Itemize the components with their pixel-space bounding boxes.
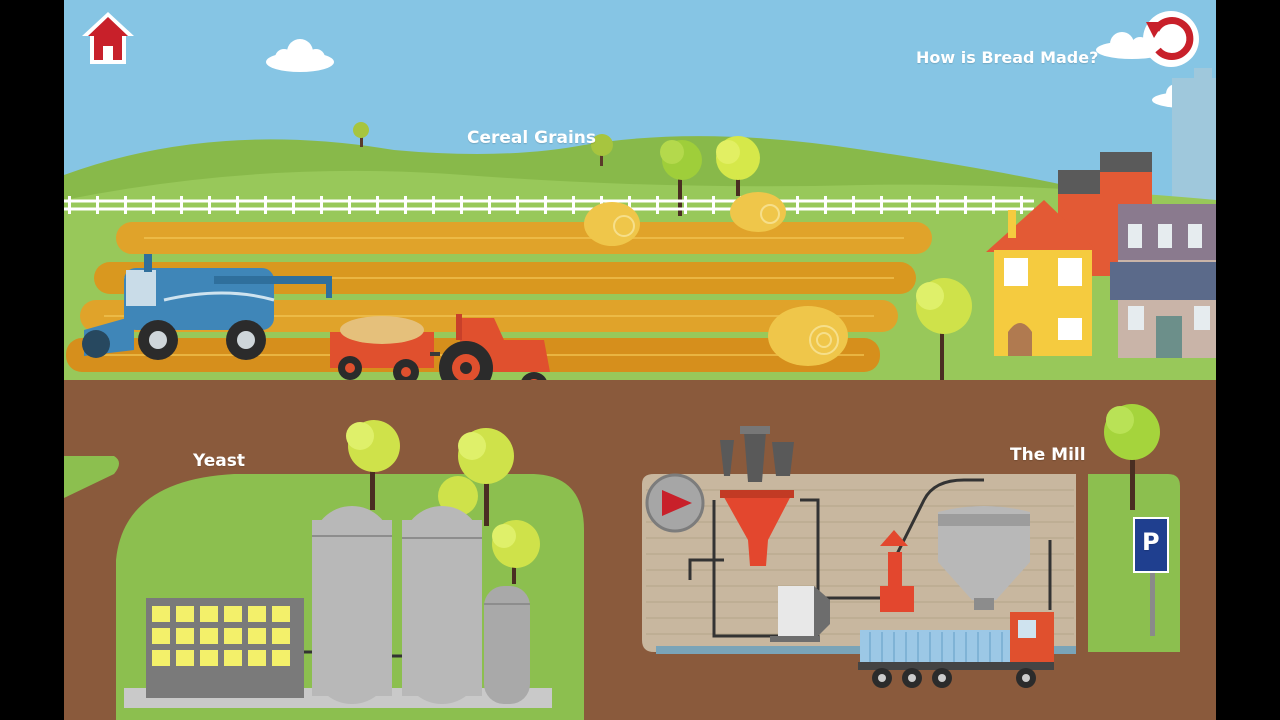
fence-post: [432, 196, 435, 214]
fence-post: [236, 196, 239, 214]
factory-window: [152, 650, 170, 666]
game-title[interactable]: How is Bread Made?: [916, 48, 1099, 67]
hay-bale: [584, 202, 640, 246]
factory-window: [152, 606, 170, 622]
shop-building: [1110, 204, 1216, 358]
factory-window: [272, 606, 290, 622]
fence-post: [404, 196, 407, 214]
yellow-house: [986, 200, 1098, 356]
factory-window: [248, 606, 266, 622]
fence-post: [628, 196, 631, 214]
factory-window: [248, 628, 266, 644]
parking-sign-label: P: [1142, 528, 1160, 556]
fence-post: [516, 196, 519, 214]
fence-post: [712, 196, 715, 214]
factory-window: [272, 628, 290, 644]
factory-window: [200, 650, 218, 666]
fence-post: [460, 196, 463, 214]
fence-post: [124, 196, 127, 214]
area-label-yeast[interactable]: Yeast: [193, 451, 245, 471]
fence-post: [964, 196, 967, 214]
combine-harvester: [82, 254, 332, 360]
parking-sign-pole: [1150, 570, 1155, 636]
cloud: [266, 39, 334, 72]
tree: [591, 134, 613, 166]
fence-post: [572, 196, 575, 214]
truck: [858, 612, 1054, 688]
tree: [716, 136, 760, 196]
play-button: [645, 473, 705, 533]
back-button[interactable]: [1140, 8, 1202, 70]
fence-post: [376, 196, 379, 214]
factory-window: [272, 650, 290, 666]
fence-post: [348, 196, 351, 214]
fence-post: [684, 196, 687, 214]
game-scene: P How is Bread Made? Cereal Grains Yeast…: [64, 0, 1216, 720]
mill-building: [642, 426, 1076, 654]
fence-post: [656, 196, 659, 214]
factory-window: [224, 650, 242, 666]
tree: [346, 420, 400, 510]
factory-window: [200, 606, 218, 622]
fence-post: [320, 196, 323, 214]
parking-sign-plate: [1133, 517, 1169, 573]
tree: [353, 122, 369, 147]
factory-window: [176, 606, 194, 622]
yeast-factory: [124, 506, 552, 708]
fence-post: [544, 196, 547, 214]
hay-bale: [768, 306, 848, 366]
tree: [458, 428, 514, 526]
fence-post: [152, 196, 155, 214]
tree: [660, 140, 702, 216]
fence-post: [880, 196, 883, 214]
play-icon: [662, 490, 692, 516]
skyscraper: [1172, 78, 1216, 208]
fence-post: [264, 196, 267, 214]
home-button[interactable]: [78, 8, 138, 68]
fence-post: [852, 196, 855, 214]
factory-window: [152, 628, 170, 644]
area-label-cereal-grains[interactable]: Cereal Grains: [467, 128, 596, 148]
scene-artwork: [64, 32, 1216, 720]
fence-post: [96, 196, 99, 214]
fence-post: [180, 196, 183, 214]
factory-window: [200, 628, 218, 644]
tree: [492, 520, 540, 584]
fence-post: [992, 196, 995, 214]
factory-window: [176, 628, 194, 644]
area-label-mill[interactable]: The Mill: [1010, 445, 1086, 465]
fence: [64, 199, 1034, 211]
fence-post: [488, 196, 491, 214]
factory-window: [224, 628, 242, 644]
fence-post: [208, 196, 211, 214]
fence-post: [796, 196, 799, 214]
tree: [1104, 404, 1160, 510]
home-icon: [82, 12, 134, 64]
factory-window: [224, 606, 242, 622]
tree: [916, 278, 972, 380]
fence-post: [908, 196, 911, 214]
factory-window: [248, 650, 266, 666]
fence-post: [936, 196, 939, 214]
fence-post: [1020, 196, 1023, 214]
fence-post: [824, 196, 827, 214]
fence-post: [68, 196, 71, 214]
fence-post: [292, 196, 295, 214]
factory-window: [176, 650, 194, 666]
hay-bale: [730, 192, 786, 232]
undo-arrow-icon: [1143, 11, 1199, 67]
